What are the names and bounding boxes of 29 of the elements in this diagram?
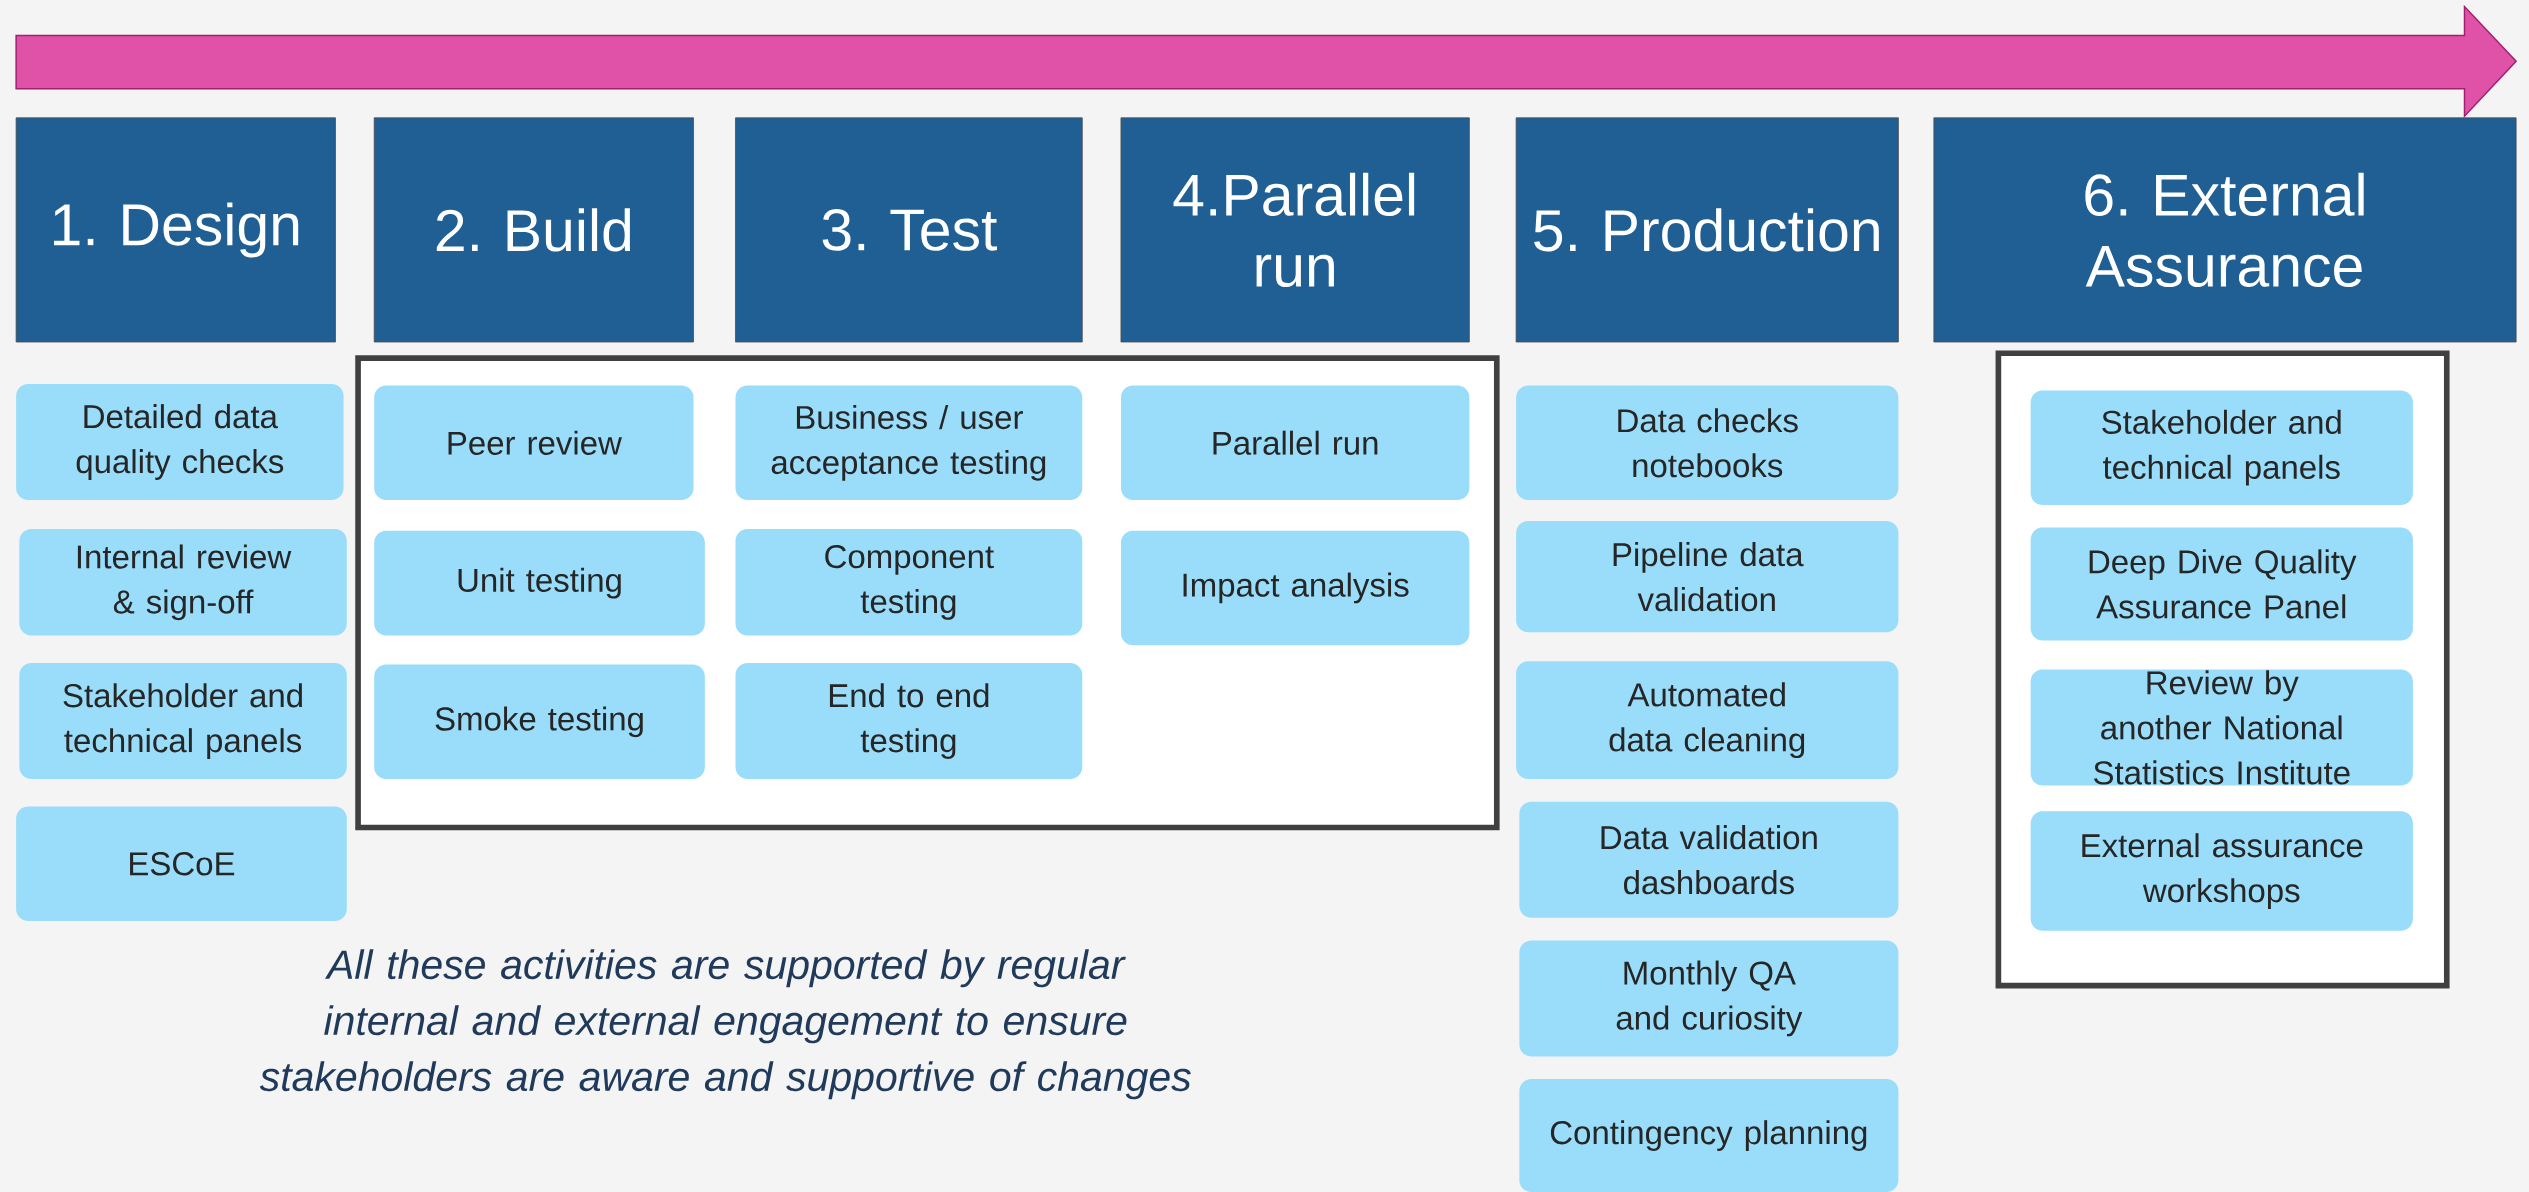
phase-box: 1. Design [15, 117, 336, 343]
activity-box: Review by another National Statistics Institute [2030, 669, 2413, 786]
phase-box: 5. Production [1515, 117, 1899, 343]
activity-box: Impact analysis [1120, 530, 1470, 646]
activity-box: ESCoE [16, 806, 347, 922]
activity-box: Stakeholder and technical panels [2030, 390, 2413, 505]
activity-box: Unit testing [374, 530, 705, 636]
phase-box: 4.Parallel run [1120, 117, 1470, 343]
activity-box: Parallel run [1120, 385, 1470, 501]
activity-box: Contingency planning [1519, 1079, 1899, 1192]
phase-box: 2. Build [373, 117, 694, 343]
activity-box: Data validation dashboards [1519, 801, 1899, 918]
activity-box: Stakeholder and technical panels [19, 662, 347, 780]
phase-box: 6. External Assurance [1933, 117, 2517, 343]
activity-box: Pipeline data validation [1516, 521, 1899, 633]
activity-box: Detailed data quality checks [16, 383, 344, 501]
activity-box: Internal review & sign-off [19, 529, 347, 636]
activity-box: Business / user acceptance testing [735, 385, 1083, 501]
activity-box: Monthly QA and curiosity [1519, 940, 1899, 1057]
activity-box: External assurance workshops [2030, 811, 2413, 931]
activity-box: Peer review [374, 385, 694, 501]
activity-box: Deep Dive Quality Assurance Panel [2030, 527, 2413, 641]
phase-box: 3. Test [735, 117, 1083, 343]
activity-box: End to end testing [735, 662, 1083, 780]
activity-box: Component testing [735, 529, 1083, 636]
note-text: All these activities are supported by regular internal and external engagement to ensure stakeholders are aware and supportive of changes [259, 949, 1191, 1100]
activity-box: Smoke testing [374, 664, 705, 780]
activity-box: Automated data cleaning [1516, 661, 1899, 780]
activity-box: Data checks notebooks [1516, 385, 1899, 501]
